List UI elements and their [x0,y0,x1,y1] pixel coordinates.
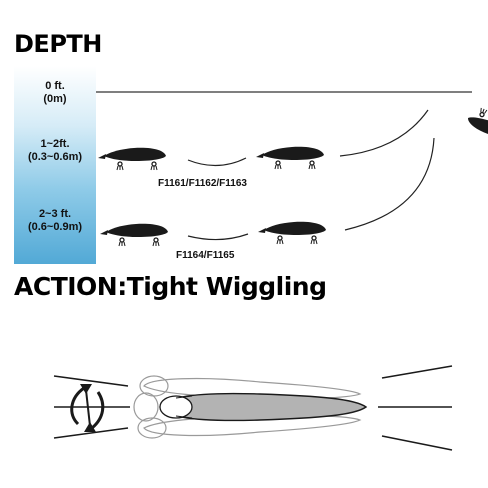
depth-label-surface: 0 ft. (0m) [14,80,96,106]
swim-path-line [339,109,429,157]
depth-ft: 1~2ft. [40,138,70,150]
wiggle-action-illustration [53,365,453,451]
rotation-arrows-icon [70,384,105,432]
minnow-lure-icon [257,221,327,245]
swim-path-line [344,137,435,231]
depth-m: (0.6~0.9m) [27,221,83,233]
depth-m: (0.3~0.6m) [27,151,83,163]
minnow-lure-icon [255,146,325,170]
depth-title: DEPTH [14,30,102,58]
depth-label-deep: 2~3 ft. (0.6~0.9m) [14,208,96,234]
minnow-lure-icon [97,147,167,171]
depth-ft: 2~3 ft. [38,208,72,220]
water-depth-gradient [14,66,96,264]
minnow-lure-icon [99,223,169,247]
depth-m: (0m) [43,93,67,105]
action-title: ACTION:Tight Wiggling [14,272,327,301]
model-label-lower: F1164/F1165 [176,250,235,261]
swim-path-line [187,233,249,241]
depth-label-shallow: 1~2ft. (0.3~0.6m) [14,138,96,164]
depth-ft: 0 ft. [45,80,65,92]
model-label-upper: F1161/F1162/F1163 [158,178,247,189]
swim-path-line [187,157,247,167]
minnow-lure-icon [464,104,488,150]
